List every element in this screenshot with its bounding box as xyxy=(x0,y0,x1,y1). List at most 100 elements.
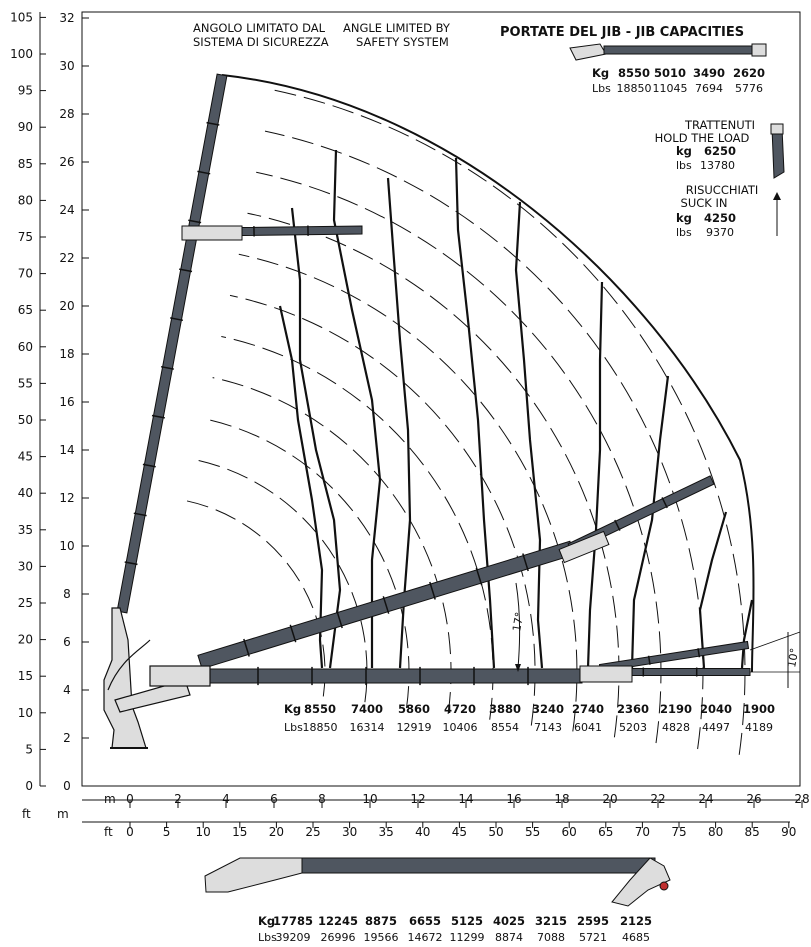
mid-kg-value: 2740 xyxy=(572,702,604,716)
top-lbs-label: Lbs xyxy=(592,82,611,95)
bottom-m-tick-label: 12 xyxy=(410,792,425,806)
bottom-lbs-value: 7088 xyxy=(537,931,565,944)
bottom-m-tick-label: 24 xyxy=(698,792,713,806)
mid-lbs-value: 12919 xyxy=(397,721,432,734)
mid-lbs-value: 18850 xyxy=(303,721,338,734)
bottom-ft-tick-label: 35 xyxy=(379,825,394,839)
left-ft-tick-label: 55 xyxy=(18,376,33,390)
bottom-m-unit-label: m xyxy=(104,792,116,806)
hold-kg-label: kg xyxy=(676,144,692,158)
suck-lbs-label: lbs xyxy=(676,226,692,239)
mid-kg-value: 8550 xyxy=(304,702,336,716)
top-kg-value: 8550 xyxy=(618,66,650,80)
safety-note-it-1: ANGOLO LIMITATO DAL xyxy=(193,21,326,35)
left-ft-tick-label: 45 xyxy=(18,450,33,464)
mid-lbs-value: 10406 xyxy=(443,721,478,734)
jib-icon-top xyxy=(569,43,767,61)
bottom-m-tick-label: 26 xyxy=(746,792,761,806)
left-m-tick-label: 4 xyxy=(63,683,71,697)
boom-section-joint xyxy=(206,121,220,126)
boom-section-joint xyxy=(336,610,343,629)
boom-section-joint xyxy=(661,497,668,509)
load-curve xyxy=(740,599,754,669)
chart-frame xyxy=(81,11,801,787)
suck-lbs-value: 9370 xyxy=(706,226,734,239)
left-ft-tick-label: 40 xyxy=(18,486,33,500)
left-ft-tick-label: 85 xyxy=(18,157,33,171)
mid-lbs-value: 6041 xyxy=(574,721,602,734)
left-m-tick-label: 24 xyxy=(59,203,74,217)
bottom-m-tick-label: 16 xyxy=(506,792,521,806)
boom-section-joint xyxy=(382,596,390,614)
bottom-kg-value: 17785 xyxy=(273,914,313,928)
bottom-kg-value: 6655 xyxy=(409,914,441,928)
bottom-ft-tick-label: 75 xyxy=(671,825,686,839)
bottom-m-tick-label: 18 xyxy=(554,792,569,806)
suck-kg-label: kg xyxy=(676,211,692,225)
mid-kg-value: 7400 xyxy=(351,702,383,716)
suck-it-label: RISUCCHIATI xyxy=(686,183,759,197)
boom-section-joint xyxy=(133,512,147,517)
left-ft-tick-label: 95 xyxy=(18,84,33,98)
left-ft-tick-label: 50 xyxy=(18,413,33,427)
boom-section-joint xyxy=(188,219,202,224)
boom-section-joint xyxy=(647,655,651,665)
load-curve xyxy=(698,511,728,669)
bottom-m-tick-label: 6 xyxy=(270,792,278,806)
left-ft-tick-label: 60 xyxy=(18,340,33,354)
boom-section-joint xyxy=(243,638,250,657)
mid-kg-value: 3240 xyxy=(532,702,564,716)
radius-arc xyxy=(229,294,536,726)
boom-section-joint xyxy=(522,553,529,572)
bottom-m-tick-label: 14 xyxy=(458,792,473,806)
mid-lbs-value: 8554 xyxy=(491,721,519,734)
mid-kg-value: 5860 xyxy=(398,702,430,716)
mid-kg-value: 1900 xyxy=(743,702,775,716)
boom-section-joint xyxy=(160,365,174,370)
hook-icon xyxy=(770,123,785,179)
bottom-lbs-label: Lbs xyxy=(258,931,277,944)
top-kg-label: Kg xyxy=(592,66,609,80)
mid-lbs-value: 5203 xyxy=(619,721,647,734)
bottom-kg-value: 12245 xyxy=(318,914,358,928)
top-lbs-value: 11045 xyxy=(653,82,688,95)
left-m-unit-label: m xyxy=(57,807,69,821)
bottom-lbs-value: 26996 xyxy=(321,931,356,944)
left-ft-tick-label: 100 xyxy=(10,47,33,61)
bottom-m-tick-label: 10 xyxy=(362,792,377,806)
horizontal-boom xyxy=(203,668,583,684)
left-ft-tick-label: 30 xyxy=(18,559,33,573)
boom-section-joint xyxy=(179,268,193,273)
mid-kg-value: 2040 xyxy=(700,702,732,716)
left-ft-tick-label: 10 xyxy=(18,706,33,720)
left-ft-axis: 0510152025303540455055606570758085909510… xyxy=(10,10,46,793)
left-m-tick-label: 20 xyxy=(59,299,74,313)
boom-section-joint xyxy=(142,463,156,468)
load-curve xyxy=(630,375,670,669)
bottom-ft-tick-label: 30 xyxy=(342,825,357,839)
bottom-ft-tick-label: 50 xyxy=(488,825,503,839)
load-curve xyxy=(332,149,382,668)
left-ft-tick-label: 0 xyxy=(25,779,33,793)
bottom-ft-tick-label: 40 xyxy=(415,825,430,839)
working-envelope xyxy=(221,74,755,673)
bottom-kg-value: 4025 xyxy=(493,914,525,928)
chart-title: PORTATE DEL JIB - JIB CAPACITIES xyxy=(500,25,744,40)
left-ft-tick-label: 75 xyxy=(18,230,33,244)
left-m-tick-label: 26 xyxy=(59,155,74,169)
bottom-m-tick-label: 28 xyxy=(794,792,809,806)
bottom-ft-tick-label: 45 xyxy=(452,825,467,839)
mid-kg-value: 3880 xyxy=(489,702,521,716)
radius-arc xyxy=(247,212,620,738)
top-lbs-value: 18850 xyxy=(617,82,652,95)
boom-section-joint xyxy=(151,414,165,419)
hold-it-label: TRATTENUTI xyxy=(684,118,755,132)
booms xyxy=(116,73,751,686)
bottom-ft-tick-label: 80 xyxy=(708,825,723,839)
left-m-tick-label: 10 xyxy=(59,539,74,553)
